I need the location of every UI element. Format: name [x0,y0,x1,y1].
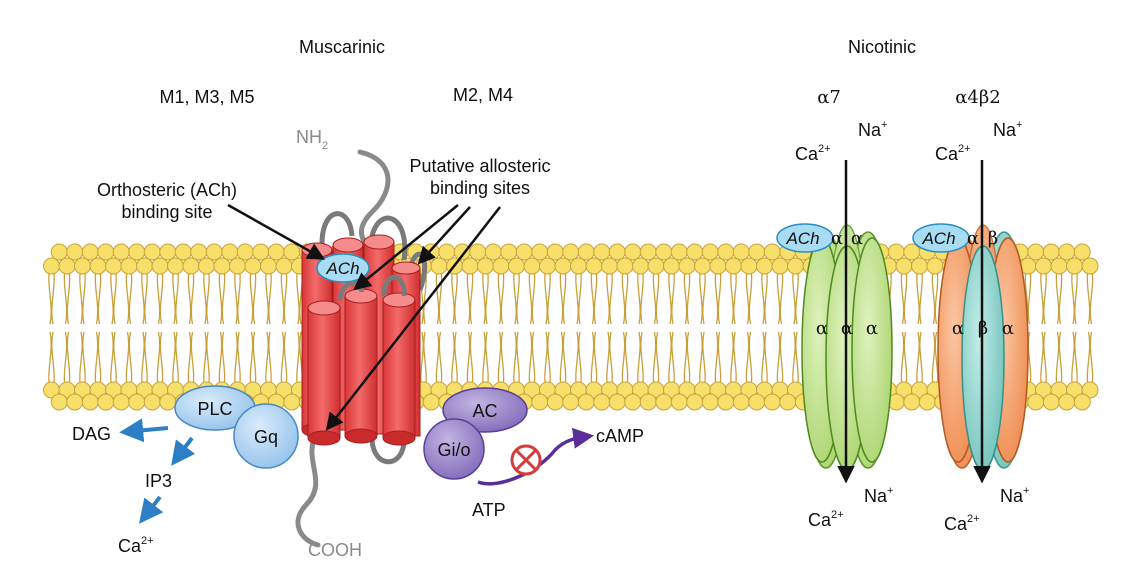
sodium-ion-label: Na+ [1000,485,1029,506]
extracellular-loop [319,211,355,245]
ip3-arrow [171,436,196,466]
callout-arrows [227,203,501,431]
ach-label: ACh [921,229,955,248]
transmembrane-helix [307,300,341,446]
c-terminus-tail [295,427,321,548]
dag-label: DAG [72,424,111,444]
n-terminus-tail [357,149,391,253]
ca-label: Ca2+ [118,535,154,556]
subunit-label: α [831,228,843,249]
subunit-label: β [978,318,988,339]
ach-label: ACh [785,229,819,248]
inhibition-icon [510,444,542,476]
atp-label: ATP [472,500,506,520]
subunit-label: β [988,228,998,249]
sodium-ion-label: Na+ [858,119,887,140]
subunit-label: α [1002,318,1014,339]
calcium-ion-label: Ca2+ [795,143,831,164]
transmembrane-helix [344,288,378,444]
gq-label: Gq [254,427,278,447]
gio-protein [423,418,485,480]
allosteric-callout: binding sites [430,178,530,198]
ac-label: AC [472,401,497,421]
calcium-ion-label: Ca2+ [944,513,980,534]
receptor-subtype-label: M2, M4 [453,85,513,105]
ach-label: ACh [325,259,359,278]
subunit-label: α [841,318,853,339]
subunit-label: α [967,228,979,249]
cooh-label: COOH [308,540,362,560]
calcium-ion-label: Ca2+ [935,143,971,164]
subunit-label: α [816,318,828,339]
nicotinic-header: Nicotinic [848,37,916,57]
gq-protein [233,403,299,469]
ach-ligand [912,223,970,253]
receptor-subtype-label: M1, M3, M5 [159,87,254,107]
plc-label: PLC [197,399,232,419]
alpha4beta2-channel: ACh α β α β α [912,160,1029,484]
sodium-ion-label: Na+ [864,485,893,506]
subunit-label: α [866,318,878,339]
nh2-label: NH2 [296,127,328,152]
subunit-label: α [851,228,863,249]
intracellular-loop [369,439,407,465]
muscarinic-header: Muscarinic [299,37,385,57]
transmembrane-helix [382,292,416,446]
calcium-ion-label: Ca2+ [808,509,844,530]
allosteric-callout: Putative allosteric [409,156,550,176]
ca-release-arrow [139,495,164,524]
dag-arrow [119,418,169,443]
ip3-label: IP3 [145,471,172,491]
gi-pathway: AC Gi/o ATP cAMP [423,387,644,520]
camp-label: cAMP [596,426,644,446]
orthosteric-callout: Orthosteric (ACh) [97,180,237,200]
receptor-subtype-label: α7 [817,87,841,108]
alpha7-channel: ACh α α α α α [776,160,893,484]
sodium-ion-label: Na+ [993,119,1022,140]
gpcr-receptor: ACh [295,149,428,548]
subunit-label: α [952,318,964,339]
orthosteric-callout: binding site [121,202,212,222]
receptor-subtype-label: α4β2 [955,87,1000,108]
gq-pathway: PLC Gq DAG IP3 Ca2+ [72,385,299,556]
ach-ligand [776,223,834,253]
gio-label: Gi/o [437,440,470,460]
atp-to-camp-arrow [477,427,595,486]
